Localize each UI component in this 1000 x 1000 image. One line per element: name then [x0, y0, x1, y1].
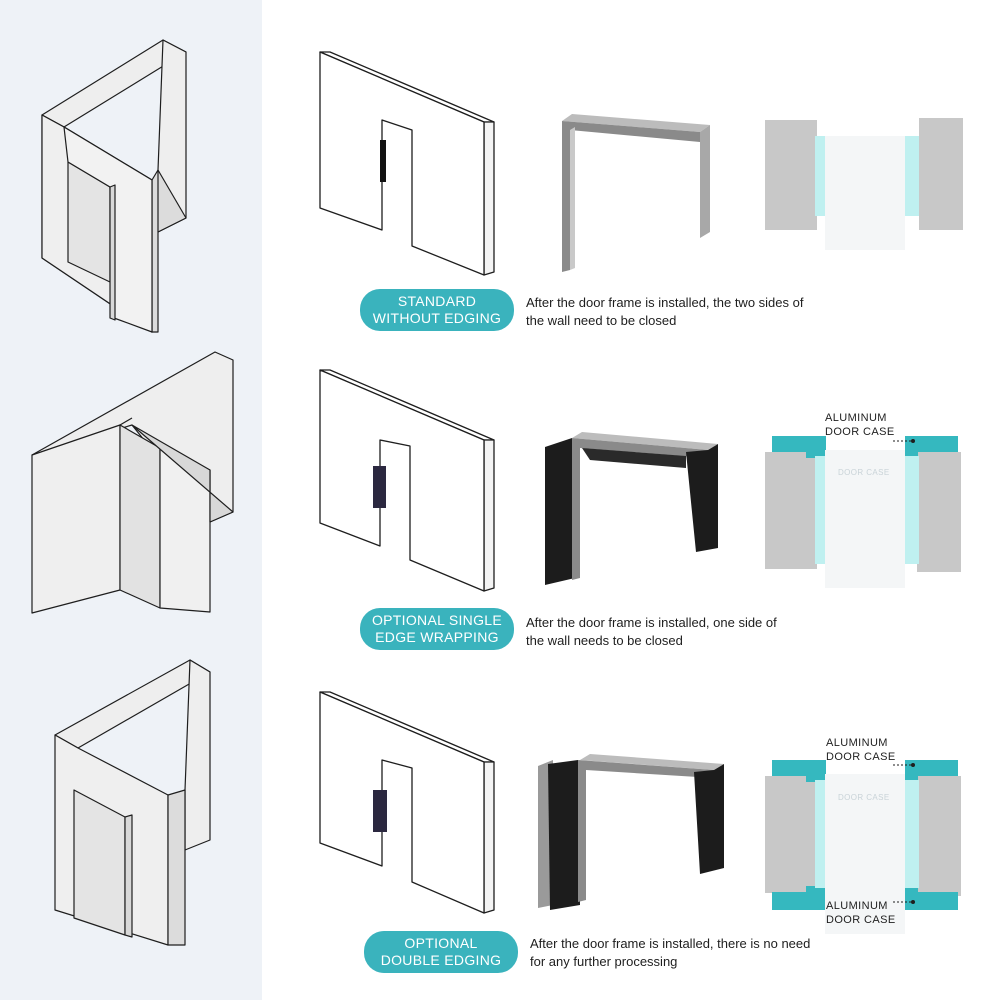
pill-line2: WITHOUT EDGING: [372, 310, 502, 326]
callout-aluminum-door-case: ALUMINUM DOOR CASE: [825, 411, 895, 439]
callout-line2: DOOR CASE: [825, 426, 895, 438]
callout-line2: DOOR CASE: [826, 914, 896, 926]
trim-standard: [562, 114, 710, 272]
desc-line2: the wall needs to be closed: [526, 633, 683, 648]
pill-line1: OPTIONAL SINGLE: [371, 612, 502, 628]
description-single-edge: After the door frame is installed, one s…: [526, 614, 777, 650]
callout-line1: ALUMINUM: [826, 900, 888, 912]
callout-line1: ALUMINUM: [825, 412, 887, 424]
inner-door-case-text: DOOR CASE: [838, 468, 890, 477]
wall-double: [319, 691, 495, 914]
desc-line2: for any further processing: [530, 954, 678, 969]
desc-line1: After the door frame is installed, the t…: [526, 295, 804, 310]
pill-line2: EDGE WRAPPING: [375, 629, 499, 645]
option-pill-single-edge: OPTIONAL SINGLE EDGE WRAPPING: [360, 608, 514, 650]
option-pill-standard: STANDARD WITHOUT EDGING: [360, 289, 514, 331]
trim-double: [538, 754, 724, 910]
desc-line1: After the door frame is installed, one s…: [526, 615, 777, 630]
section-single: [765, 436, 961, 588]
pill-line1: STANDARD: [397, 293, 477, 309]
callout-line2: DOOR CASE: [826, 751, 896, 763]
callout-line1: ALUMINUM: [826, 737, 888, 749]
description-double-edge: After the door frame is installed, there…: [530, 935, 810, 971]
trim-single: [545, 432, 718, 585]
inner-door-case-text: DOOR CASE: [838, 793, 890, 802]
pill-line1: OPTIONAL: [404, 935, 478, 951]
section-standard: [765, 118, 963, 250]
desc-line2: the wall need to be closed: [526, 313, 677, 328]
iso-frame-standard: [41, 39, 187, 333]
callout-aluminum-door-case-top: ALUMINUM DOOR CASE: [826, 736, 896, 764]
option-pill-double-edge: OPTIONAL DOUBLE EDGING: [364, 931, 518, 973]
wall-standard: [319, 51, 495, 276]
description-standard: After the door frame is installed, the t…: [526, 294, 803, 330]
wall-single: [319, 369, 495, 592]
iso-frame-double: [54, 659, 211, 946]
section-double: [765, 760, 961, 934]
desc-line1: After the door frame is installed, there…: [530, 936, 811, 951]
pill-line2: DOUBLE EDGING: [380, 952, 502, 968]
iso-frame-single: [31, 351, 234, 614]
callout-aluminum-door-case-bottom: ALUMINUM DOOR CASE: [826, 899, 896, 927]
